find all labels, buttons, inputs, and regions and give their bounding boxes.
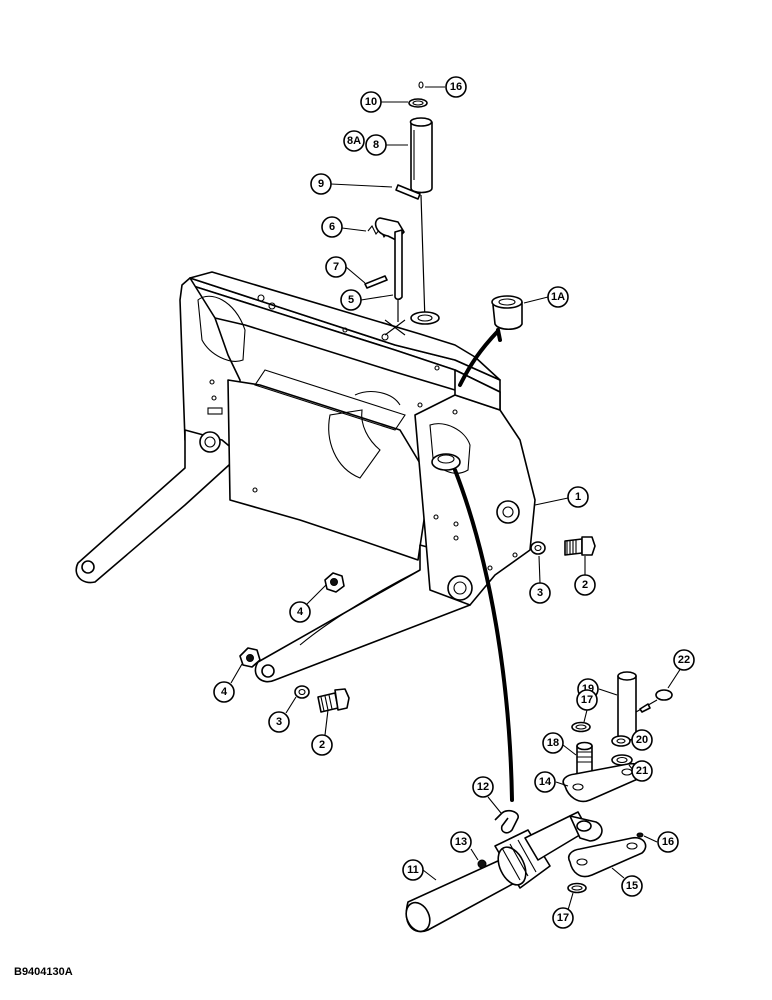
callout-label: 3: [276, 716, 282, 728]
callout-label: 3: [537, 587, 543, 599]
callout: 21: [631, 760, 653, 782]
callout-label: 18: [547, 737, 559, 749]
callout: 4: [213, 681, 235, 703]
leader-lines: [230, 86, 682, 911]
bushing: [491, 295, 523, 331]
callout: 16: [445, 76, 467, 98]
steering-cylinder-assembly: [405, 671, 673, 933]
callout-label: 7: [333, 261, 339, 273]
callout: 1: [567, 486, 589, 508]
callout: 16: [657, 831, 679, 853]
callout: 12: [472, 776, 494, 798]
callout: 11: [402, 859, 424, 881]
callout: 3: [268, 711, 290, 733]
callout: 2: [574, 574, 596, 596]
callout: 8A: [343, 130, 365, 152]
callout: 4: [289, 601, 311, 623]
callout: 10: [360, 91, 382, 113]
callout-label: 2: [319, 739, 325, 751]
fasteners: [239, 536, 596, 713]
callout: 3: [529, 582, 551, 604]
callout: 22: [673, 649, 695, 671]
callout-label: 16: [662, 836, 674, 848]
callout-label: 4: [297, 606, 304, 618]
callout: 5: [340, 289, 362, 311]
callout-label: 14: [539, 776, 552, 788]
callout: 6: [321, 216, 343, 238]
callout-label: 12: [477, 781, 489, 793]
callout-label: 1A: [551, 291, 565, 303]
callout-label: 5: [348, 294, 354, 306]
callout: 18: [542, 732, 564, 754]
callout-label: 1: [575, 491, 581, 503]
callout-label: 6: [329, 221, 335, 233]
callout: 9: [310, 173, 332, 195]
callout-label: 16: [450, 81, 462, 93]
front-bolster-frame: [75, 271, 536, 683]
callout-label: 11: [407, 864, 419, 876]
callout-label: 17: [581, 694, 593, 706]
callout: 17: [576, 689, 598, 711]
callout: 17: [552, 907, 574, 929]
callout-label: 22: [678, 654, 690, 666]
callout-label: 2: [582, 579, 588, 591]
callout: 2: [311, 734, 333, 756]
callout-label: 20: [636, 734, 648, 746]
callout-label: 21: [636, 765, 648, 777]
callout-label: 4: [221, 686, 228, 698]
hydraulic-hoses: [453, 328, 514, 802]
callout-label: 8A: [347, 135, 361, 147]
callout: 14: [534, 771, 556, 793]
callout: 13: [450, 831, 472, 853]
callout-label: 17: [557, 912, 569, 924]
callout: 15: [621, 875, 643, 897]
callout-label: 13: [455, 836, 467, 848]
callout: 7: [325, 256, 347, 278]
callout-label: 15: [626, 880, 638, 892]
pivot-pin-assembly: [364, 81, 440, 336]
drawing-code: B9404130A: [14, 966, 73, 978]
callout: 20: [631, 729, 653, 751]
callout-label: 10: [365, 96, 377, 108]
callout-label: 8: [373, 139, 379, 151]
callout-label: 9: [318, 178, 324, 190]
callout: 8: [365, 134, 387, 156]
callout: 1A: [547, 286, 569, 308]
